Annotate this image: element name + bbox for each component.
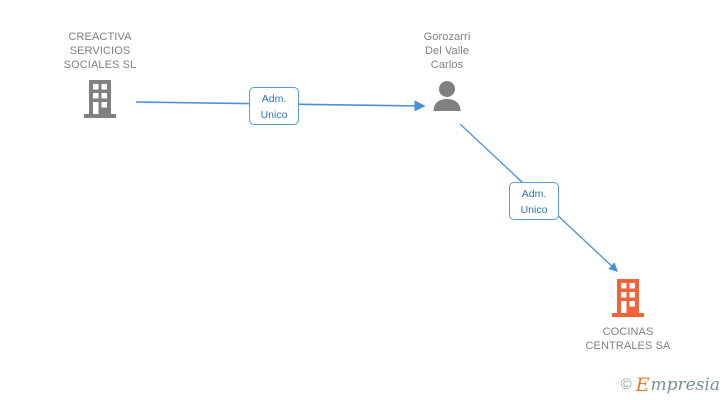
empresia-watermark: © E mpresia (620, 374, 721, 396)
edge-label-adm-unico-creactiva[interactable]: Adm. Unico (249, 87, 299, 125)
empresia-logo-initial: E (635, 374, 650, 396)
node-gorozarri-del-valle-carlos[interactable]: Gorozarri Del Valle Carlos (372, 30, 522, 112)
company-building-icon (84, 80, 116, 118)
person-icon (433, 81, 461, 111)
company-building-icon (612, 279, 644, 317)
node-creactiva-label: CREACTIVA SERVICIOS SOCIALES SL (63, 31, 137, 71)
copyright-icon: © (620, 376, 632, 393)
edge-label-adm-unico-cocinas[interactable]: Adm. Unico (509, 182, 559, 220)
node-creactiva-servicios-sociales-sl[interactable]: CREACTIVA SERVICIOS SOCIALES SL (25, 30, 175, 120)
node-cocinas-centrales-sa[interactable]: COCINAS CENTRALES SA (553, 277, 703, 353)
empresia-logo-text: mpresia (650, 375, 721, 395)
node-cocinas-label: COCINAS CENTRALES SA (585, 326, 671, 352)
node-gorozarri-label: Gorozarri Del Valle Carlos (423, 31, 471, 71)
